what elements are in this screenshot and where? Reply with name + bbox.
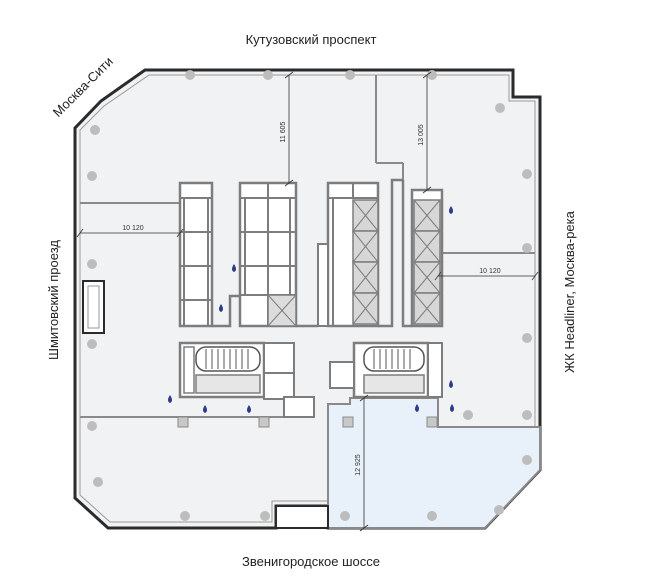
dimension-label-top-right: 13 005 xyxy=(418,124,425,146)
window-bay xyxy=(82,280,105,334)
core-elevator-middle xyxy=(317,181,380,328)
street-label-left: Шмитовский проезд xyxy=(46,240,61,360)
partition-walls xyxy=(80,75,535,501)
entrance-recess xyxy=(275,505,329,529)
street-label-right: ЖК Headliner, Москва-река xyxy=(562,210,577,372)
elevator-icon xyxy=(352,199,379,325)
stair-icon xyxy=(363,346,425,372)
dimension-label-top-left: 11 605 xyxy=(280,121,287,142)
core-corridor xyxy=(212,178,412,328)
core-elevator-right xyxy=(410,188,444,328)
column-icon xyxy=(87,70,532,521)
street-label-top: Кутузовский проспект xyxy=(246,32,377,47)
elevator-icon xyxy=(413,199,441,325)
water-drop-icon xyxy=(168,206,454,413)
stair-left xyxy=(178,341,315,418)
highlighted-zone xyxy=(327,397,541,529)
column-icon xyxy=(177,416,438,428)
core-elevator-left xyxy=(238,181,298,328)
stair-right xyxy=(329,341,443,399)
dimension-lines xyxy=(76,71,539,532)
dimension-label-right: 10 120 xyxy=(479,268,501,275)
dimension-label-left: 10 120 xyxy=(122,225,144,232)
core-left-block xyxy=(178,181,214,328)
dimension-label-bottom: 12 925 xyxy=(355,454,362,476)
street-label-bottom: Звенигородское шоссе xyxy=(242,554,380,569)
window-bay-inner xyxy=(87,285,100,329)
